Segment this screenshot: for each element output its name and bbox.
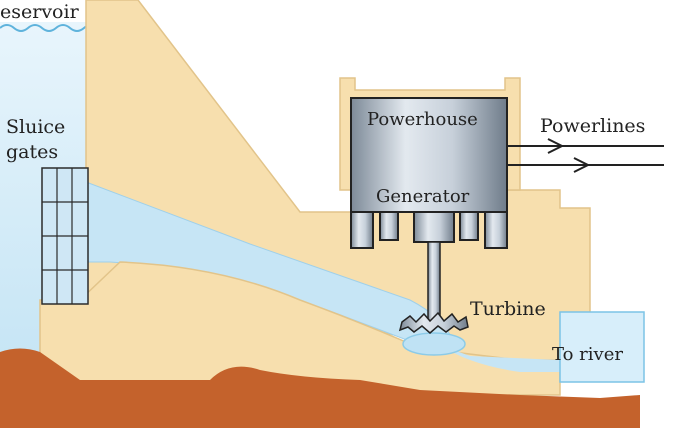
turbine-water [403,333,465,355]
to-river-label: To river [552,344,623,365]
powerlines [507,139,664,172]
powerhouse-label: Powerhouse [367,109,478,130]
sluice-label-line2: gates [6,141,58,163]
sluice-label-line1: Sluice [6,116,65,138]
powerlines-label: Powerlines [540,115,645,137]
turbine-shaft [428,242,440,324]
generator-label: Generator [376,186,470,207]
turbine-label: Turbine [470,298,546,320]
sluice-gates [42,168,88,304]
reservoir-label: eservoir [0,1,80,23]
